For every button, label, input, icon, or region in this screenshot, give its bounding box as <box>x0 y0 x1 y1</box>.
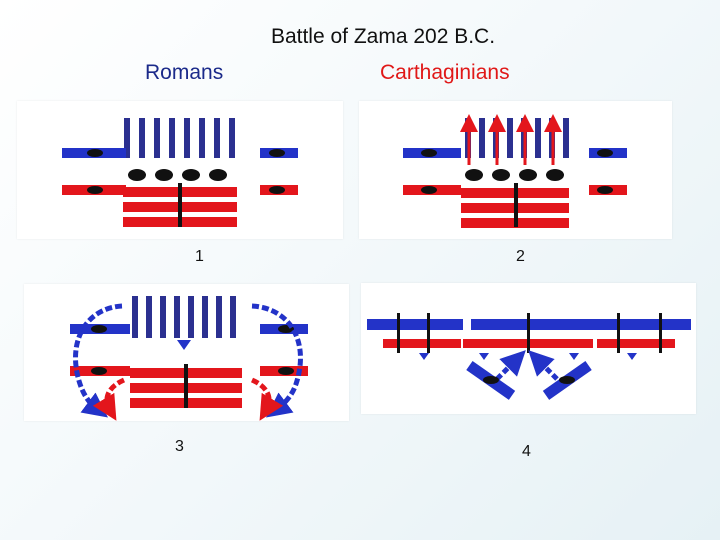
cavalry-icon <box>559 376 575 384</box>
cavalry-icon <box>483 376 499 384</box>
legend-carthaginians: Carthaginians <box>380 61 510 85</box>
legend-romans: Romans <box>145 61 223 85</box>
panel-number-3: 3 <box>175 438 184 456</box>
roman-infantry-columns <box>124 118 235 158</box>
soldier-icon <box>184 364 188 408</box>
roman-infantry-columns <box>132 296 236 338</box>
elephant-icon <box>128 169 227 181</box>
carthage-line-left <box>383 339 461 348</box>
roman-line-center <box>471 319 595 330</box>
battle-phase-3-panel <box>24 284 349 421</box>
panel-number-2: 2 <box>516 248 525 266</box>
soldier-icon <box>514 183 518 227</box>
battle-phase-2-panel <box>359 101 672 239</box>
panel-number-4: 4 <box>522 443 531 461</box>
battle-phase-1-panel <box>17 101 343 239</box>
soldier-icon <box>178 183 182 227</box>
carthage-line-right <box>597 339 675 348</box>
battle-phase-4-panel <box>361 283 696 414</box>
roman-cavalry-flank <box>466 361 591 400</box>
roman-advance-markers <box>419 353 637 360</box>
roman-line-left <box>367 319 463 330</box>
arrow-icon <box>497 359 557 379</box>
elephant-icon <box>465 169 564 181</box>
panel-number-1: 1 <box>195 248 204 266</box>
roman-line-right <box>595 319 691 330</box>
roman-advance-marker <box>177 340 191 350</box>
slide-title: Battle of Zama 202 B.C. <box>0 25 720 49</box>
